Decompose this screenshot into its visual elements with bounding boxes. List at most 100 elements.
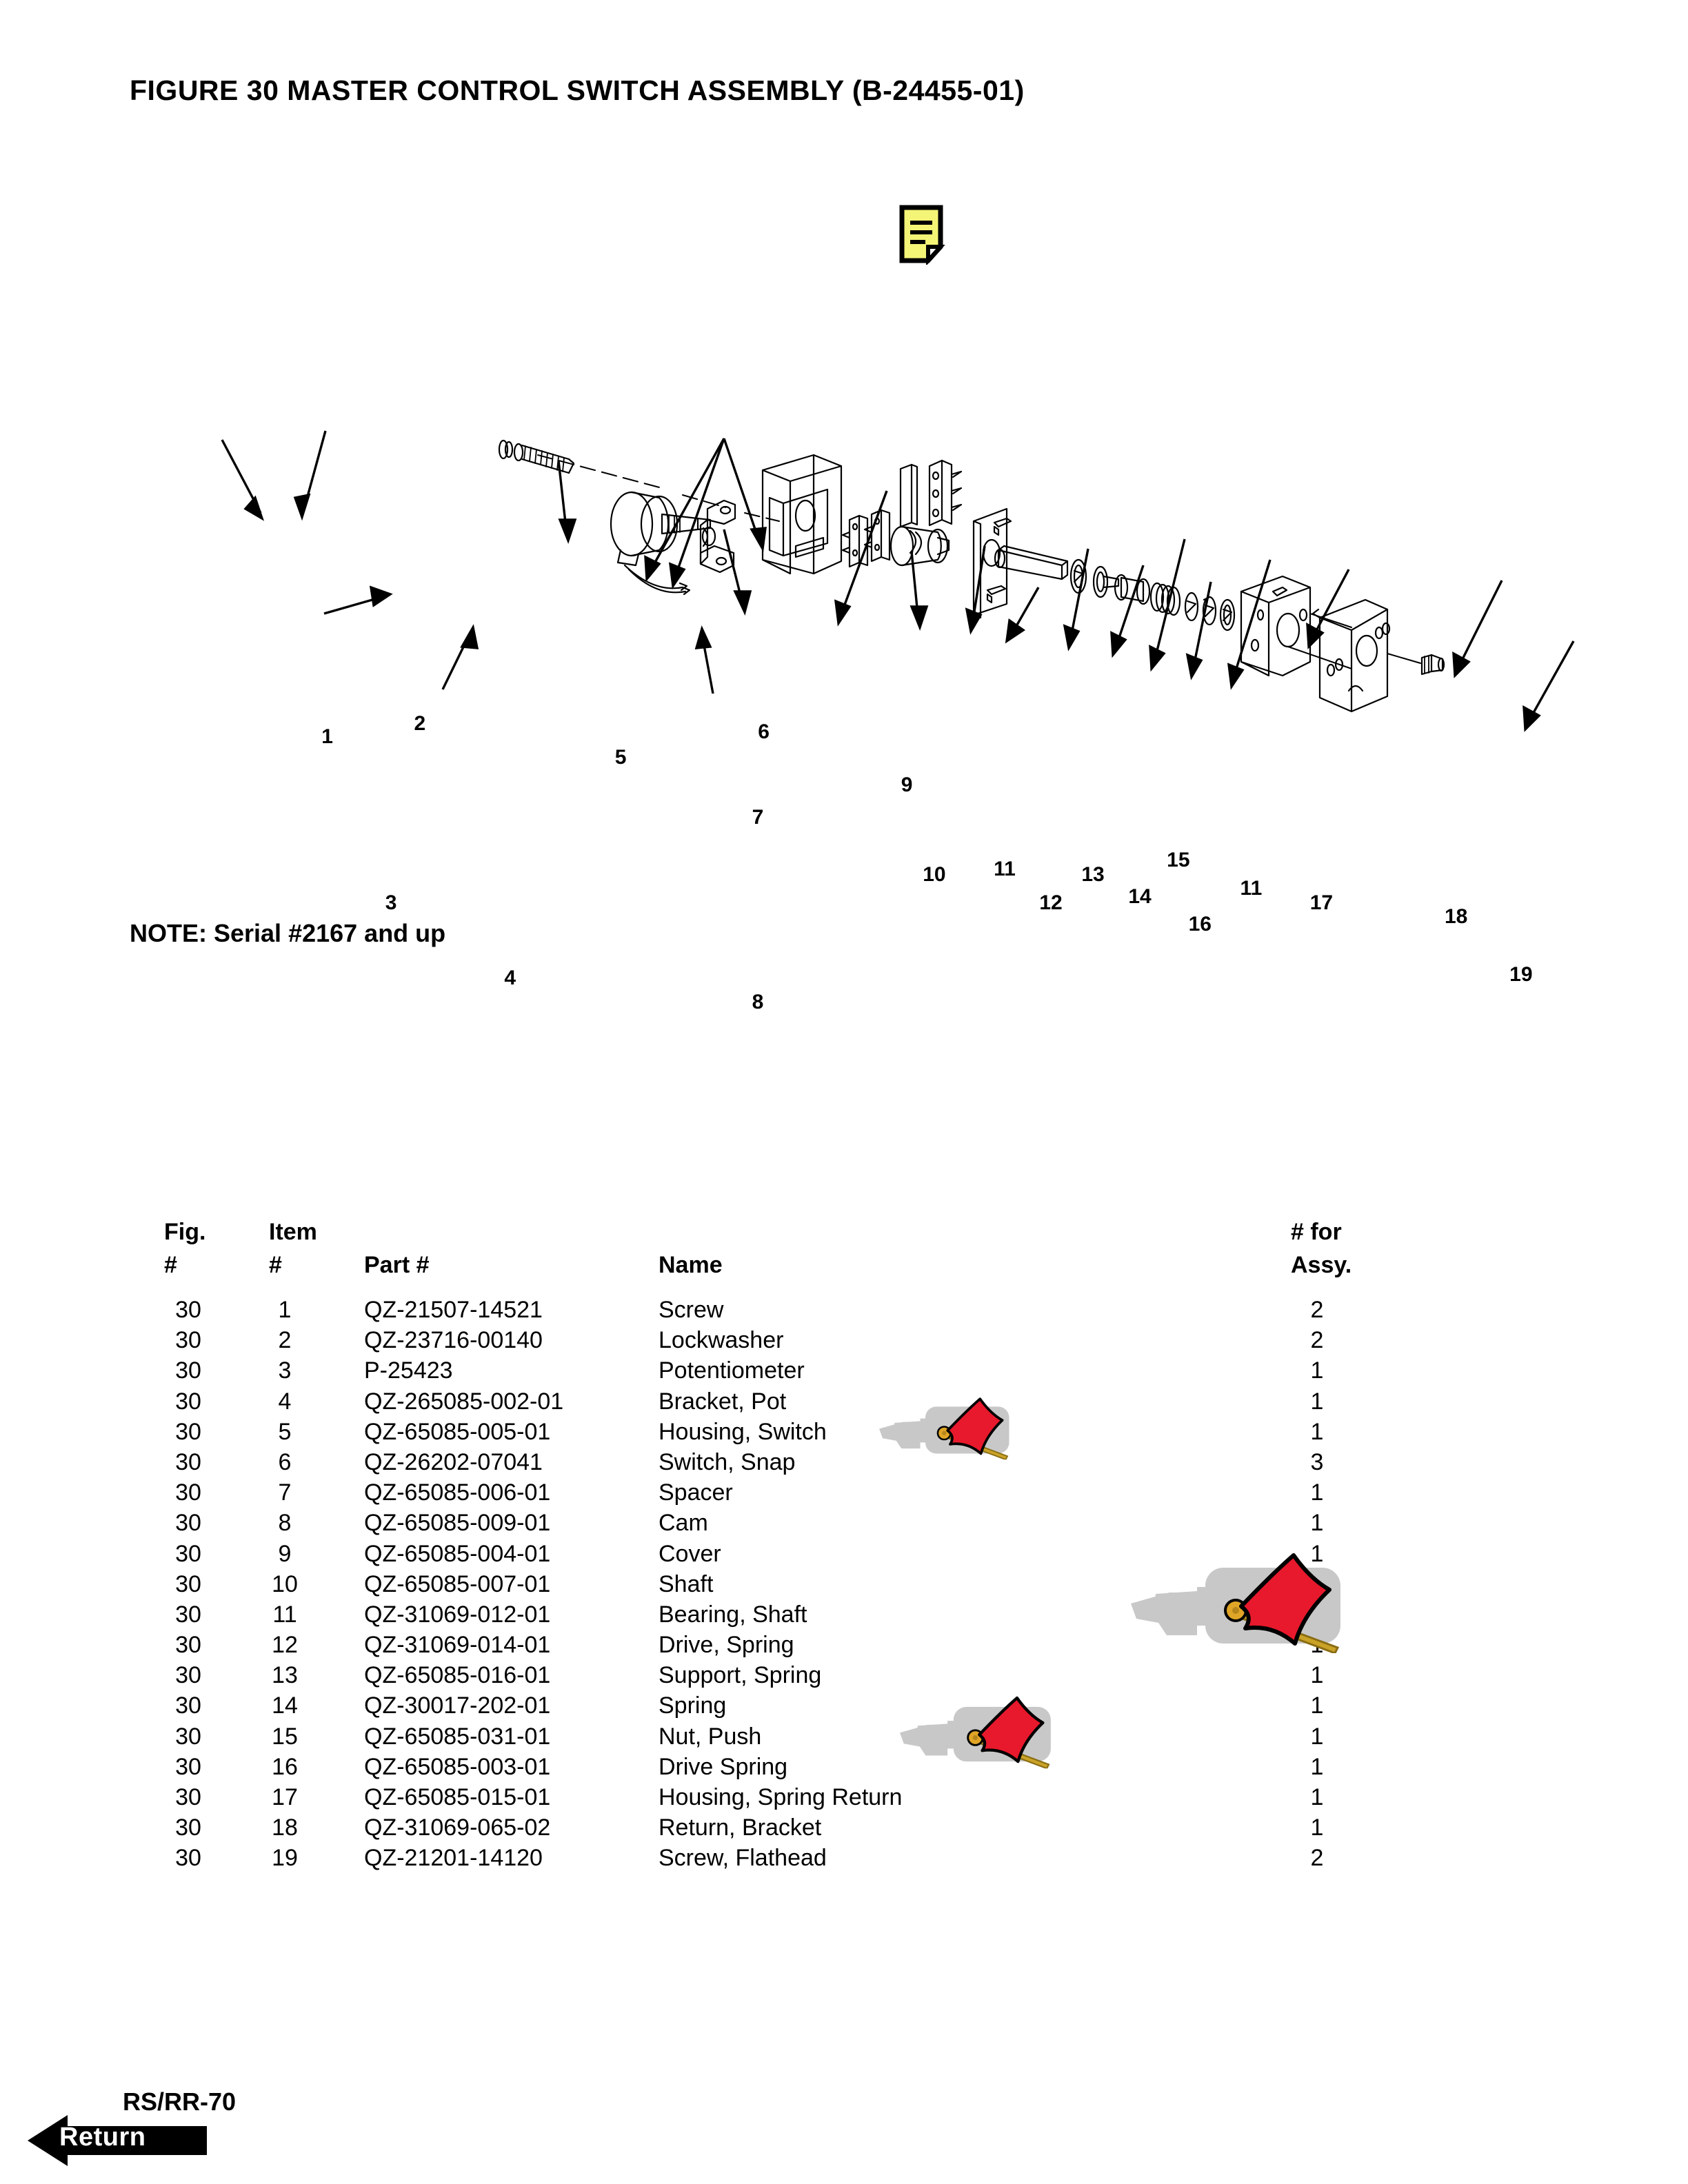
cell-fig: 30 bbox=[175, 1814, 201, 1841]
cell-fig: 30 bbox=[175, 1570, 201, 1597]
header-qty-line2: Assy. bbox=[1291, 1252, 1352, 1278]
cell-item: 6 bbox=[278, 1448, 292, 1475]
cell-part: QZ-30017-202-01 bbox=[364, 1692, 551, 1719]
cell-name: Bearing, Shaft bbox=[659, 1601, 807, 1628]
callout-8: 8 bbox=[752, 991, 764, 1014]
cell-name: Switch, Snap bbox=[659, 1448, 796, 1475]
cell-qty: 1 bbox=[1310, 1814, 1324, 1841]
cell-part: QZ-65085-031-01 bbox=[364, 1723, 551, 1750]
serial-note: NOTE: Serial #2167 and up bbox=[130, 919, 446, 947]
cell-name: Nut, Push bbox=[659, 1723, 762, 1750]
callout-4: 4 bbox=[504, 967, 516, 990]
cell-fig: 30 bbox=[175, 1784, 201, 1810]
cell-name: Screw bbox=[659, 1297, 724, 1323]
cell-part: QZ-65085-007-01 bbox=[364, 1570, 551, 1597]
cell-fig: 30 bbox=[175, 1845, 201, 1872]
cell-qty: 2 bbox=[1310, 1601, 1324, 1628]
page-code: RS/RR-70 bbox=[123, 2087, 237, 2116]
cell-fig: 30 bbox=[175, 1753, 201, 1780]
cell-part: QZ-21201-14120 bbox=[364, 1845, 543, 1872]
cell-name: Support, Spring bbox=[659, 1662, 822, 1689]
cell-qty: 1 bbox=[1310, 1632, 1324, 1659]
cell-fig: 30 bbox=[175, 1510, 201, 1537]
cell-item: 2 bbox=[278, 1327, 292, 1354]
header-item-line1: Item bbox=[269, 1219, 317, 1245]
cell-part: QZ-65085-004-01 bbox=[364, 1540, 551, 1567]
header-name: Name bbox=[659, 1252, 723, 1278]
cell-fig: 30 bbox=[175, 1448, 201, 1475]
callout-5: 5 bbox=[614, 745, 627, 769]
exploded-assembly-diagram bbox=[145, 372, 1600, 855]
cell-qty: 2 bbox=[1310, 1297, 1324, 1323]
cell-name: Return, Bracket bbox=[659, 1814, 822, 1841]
cell-fig: 30 bbox=[175, 1632, 201, 1659]
cell-part: QZ-65085-006-01 bbox=[364, 1479, 551, 1506]
callout-6: 6 bbox=[758, 720, 770, 743]
return-button-label: Return bbox=[59, 2123, 146, 2152]
sticky-note-icon[interactable] bbox=[896, 204, 946, 266]
callout-18: 18 bbox=[1445, 905, 1468, 929]
callout-10: 10 bbox=[923, 863, 946, 887]
cell-item: 15 bbox=[272, 1723, 298, 1750]
callout-3: 3 bbox=[385, 891, 397, 914]
cell-qty: 1 bbox=[1310, 1510, 1324, 1537]
header-item-line2: # bbox=[269, 1252, 282, 1278]
cell-name: Housing, Switch bbox=[659, 1418, 827, 1445]
cell-item: 10 bbox=[272, 1570, 298, 1597]
cell-item: 19 bbox=[272, 1845, 298, 1872]
cell-name: Drive Spring bbox=[659, 1753, 788, 1780]
cell-part: QZ-26202-07041 bbox=[364, 1448, 543, 1475]
cell-qty: 3 bbox=[1310, 1448, 1324, 1475]
cell-qty: 1 bbox=[1310, 1479, 1324, 1506]
cell-qty: 1 bbox=[1310, 1753, 1324, 1780]
cell-qty: 1 bbox=[1310, 1692, 1324, 1719]
cell-item: 8 bbox=[278, 1510, 292, 1537]
cell-qty: 2 bbox=[1310, 1845, 1324, 1872]
cell-item: 17 bbox=[272, 1784, 298, 1810]
callout-12: 12 bbox=[1039, 891, 1063, 914]
cell-part: QZ-31069-014-01 bbox=[364, 1632, 551, 1659]
cell-name: Potentiometer bbox=[659, 1357, 805, 1384]
callout-9: 9 bbox=[901, 773, 913, 796]
cell-qty: 1 bbox=[1310, 1570, 1324, 1597]
cell-fig: 30 bbox=[175, 1601, 201, 1628]
cell-part: QZ-265085-002-01 bbox=[364, 1388, 564, 1415]
cell-part: QZ-65085-005-01 bbox=[364, 1418, 551, 1445]
table-row: 30 5 QZ-65085-005-01 Housing, Switch 1 bbox=[0, 1417, 1688, 1447]
cell-fig: 30 bbox=[175, 1723, 201, 1750]
cell-qty: 1 bbox=[1310, 1540, 1324, 1567]
callout-11: 11 bbox=[1240, 876, 1263, 900]
cell-fig: 30 bbox=[175, 1418, 201, 1445]
return-button[interactable] bbox=[28, 2115, 207, 2166]
cell-item: 16 bbox=[272, 1753, 298, 1780]
parts-list-table: Fig. # Item # Part # Name # for Assy. 30… bbox=[0, 1219, 1688, 1874]
cell-part: QZ-23716-00140 bbox=[364, 1327, 543, 1354]
cell-name: Spacer bbox=[659, 1479, 733, 1506]
header-fig-line1: Fig. bbox=[164, 1219, 206, 1245]
callout-15: 15 bbox=[1167, 849, 1190, 872]
cell-part: QZ-65085-016-01 bbox=[364, 1662, 551, 1689]
callout-7: 7 bbox=[752, 805, 764, 829]
cell-part: QZ-65085-009-01 bbox=[364, 1510, 551, 1537]
cell-item: 1 bbox=[278, 1297, 292, 1323]
cell-item: 4 bbox=[278, 1388, 292, 1415]
callout-2: 2 bbox=[414, 711, 426, 735]
cell-qty: 1 bbox=[1310, 1418, 1324, 1445]
cell-fig: 30 bbox=[175, 1540, 201, 1567]
table-row: 30 6 QZ-26202-07041 Switch, Snap 3 bbox=[0, 1447, 1688, 1477]
cell-name: Cover bbox=[659, 1540, 721, 1567]
cell-item: 5 bbox=[278, 1418, 292, 1445]
callout-11: 11 bbox=[994, 857, 1016, 880]
cell-qty: 2 bbox=[1310, 1327, 1324, 1354]
cell-item: 3 bbox=[278, 1357, 292, 1384]
